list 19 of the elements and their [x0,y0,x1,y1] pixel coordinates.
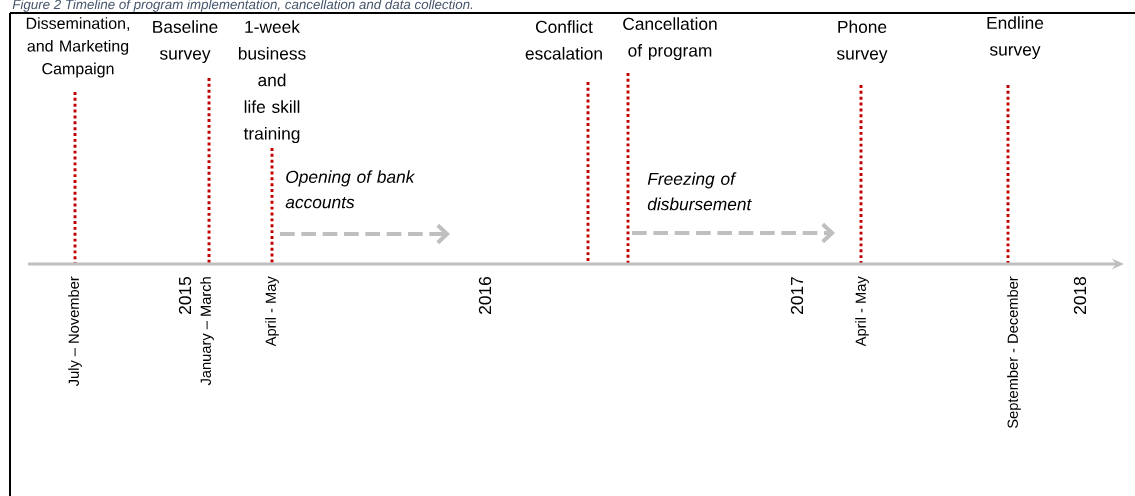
date-label: April - May [265,276,279,347]
event-label: Conflict escalation [525,20,602,60]
year-label: 2018 [1073,277,1087,314]
date-label: September - December [1007,276,1021,428]
event-label: Dissemination, and Marketing Campaign [26,17,129,78]
year-label: 2015 [178,277,192,314]
event-label: 1-week business and life skill training [238,20,306,144]
figure-title: Figure 2 Timeline of program implementation, cancellation and data collection. [12,0,473,12]
period-label: Opening of bank accounts [285,170,416,209]
year-label: 2016 [478,277,492,314]
date-label: January – March [200,277,214,386]
event-label: Endline survey [987,16,1044,60]
date-label: April - May [855,276,869,347]
event-label: Phone survey [836,20,888,64]
date-label: July – November [68,276,82,387]
event-label: Cancellation of program [623,17,717,61]
period-label: Freezing of disbursement [647,172,752,211]
event-label: Baseline survey [153,20,218,64]
year-label: 2017 [790,277,804,314]
